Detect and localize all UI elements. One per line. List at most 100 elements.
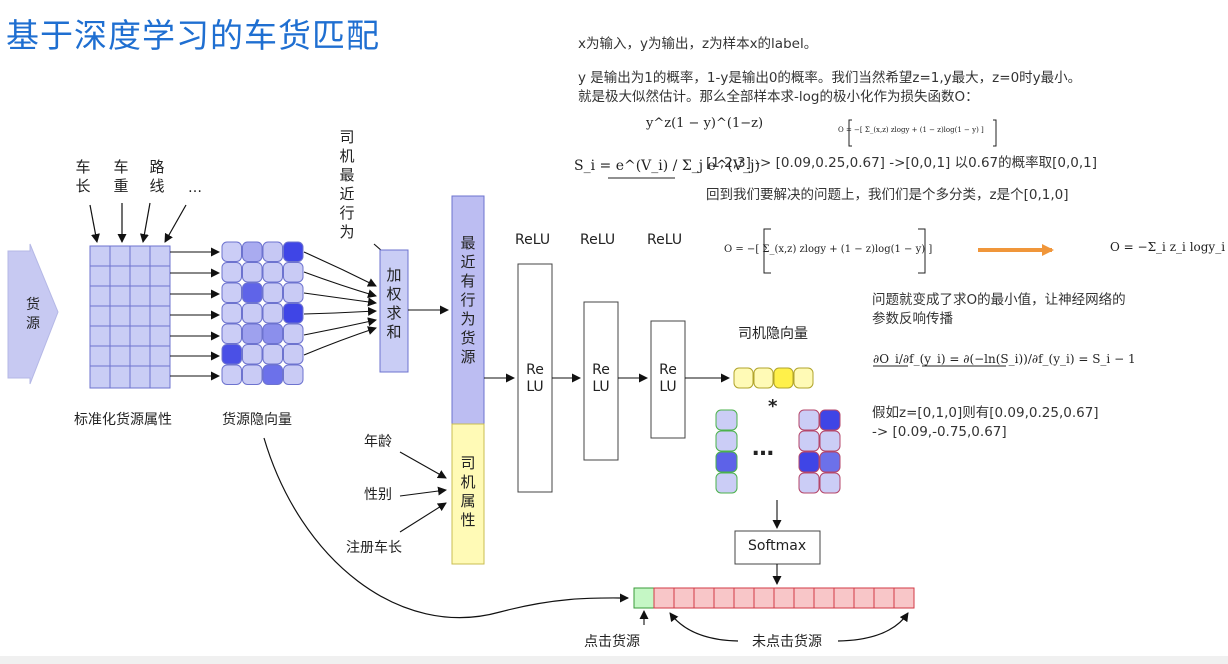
output-unclicked-cell [853,587,875,609]
output-unclicked-cell [813,587,835,609]
driver-attrs-label: 司机属性 [460,454,476,529]
formula-softmax: S_i = e^(V_i) / Σ_j e^(V_j) [574,158,760,174]
output-clicked-cell [633,587,655,609]
recent-cargo-label: 最近有行为货源 [460,234,476,366]
cargo-matrix-cell [221,241,242,262]
cargo-matrix-cell [262,282,283,303]
candidate-left-cell [715,451,738,473]
attr-label-route: 路线 [149,158,165,195]
note-probability: y 是输出为1的概率，1-y是输出0的概率。我们当然希望z=1,y最大，z=0时… [578,70,1082,86]
candidate-right-cell [798,430,820,452]
cargo-matrix-cell [283,344,304,365]
cargo-vector-label: 货源隐向量 [222,412,292,428]
cargo-matrix-cell [221,364,242,385]
output-unclicked-cell [833,587,855,609]
cargo-source-label: 货源 [26,297,40,332]
output-unclicked-cell [713,587,735,609]
cargo-matrix-cell [283,364,304,385]
cargo-matrix-cell [262,262,283,283]
driver-attrs-box [451,423,485,565]
driver-vector-label: 司机隐向量 [738,326,808,342]
candidates-ellipsis: … [752,436,774,461]
formula-likelihood: y^z(1 − y)^(1−z) [646,116,764,131]
driver-attr-gender: 性别 [364,487,392,503]
cargo-matrix-cell [262,303,283,324]
attr-label-car-length: 车长 [75,158,91,195]
cargo-matrix-cell [283,282,304,303]
note-back-to-problem: 回到我们要解决的问题上，我们们是个多分类，z是个[0,1,0] [706,187,1069,203]
formula-loss-multiclass: O = −Σ_i z_i logy_i [1110,240,1226,254]
cargo-matrix-cell [262,364,283,385]
candidate-right-cell [819,409,841,431]
cargo-matrix-cell [221,262,242,283]
note-min-problem-2: 参数反响传播 [872,311,953,327]
output-unclicked-cell [673,587,695,609]
candidate-right-cell [798,409,820,431]
driver-attr-reg-length: 注册车长 [346,540,402,556]
note-io: x为输入，y为输出，z为样本x的label。 [578,36,818,52]
relu-title-2: ReLU [580,232,616,248]
output-unclicked-cell [773,587,795,609]
note-example-1: 假如z=[0,1,0]则有[0.09,0.25,0.67] [872,405,1099,421]
slide-title: 基于深度学习的车货匹配 [6,16,380,55]
cargo-matrix-cell [262,241,283,262]
cargo-matrix-cell [242,364,263,385]
relu-layer-3 [650,320,686,439]
note-softmax-example: [1,2,3] -> [0.09,0.25,0.67] ->[0,0,1] 以0… [706,155,1098,171]
candidate-right-cell [798,451,820,473]
candidate-left-cell [715,430,738,452]
candidate-left-cell [715,472,738,494]
note-example-2: -> [0.09,-0.75,0.67] [872,424,1007,440]
std-attr-label: 标准化货源属性 [74,412,172,428]
cargo-matrix-cell [262,323,283,344]
relu-title-1: ReLU [515,232,551,248]
cargo-matrix-cell [283,303,304,324]
output-unclicked-cell [653,587,675,609]
cargo-matrix-cell [221,303,242,324]
cargo-matrix-cell [221,282,242,303]
output-unclicked-cell [873,587,895,609]
candidate-right-cell [819,430,841,452]
candidate-right-cell [798,472,820,494]
weighted-sum-box [379,249,409,373]
driver-vector [733,367,814,389]
cargo-embedding-matrix [221,241,304,385]
softmax-label: Softmax [748,538,807,554]
output-unclicked-cell [793,587,815,609]
relu-block-2-label: ReLU [592,362,610,395]
attr-label-ellipsis: … [188,180,202,196]
output-strip [633,587,915,609]
relu-title-3: ReLU [647,232,683,248]
cargo-matrix-cell [221,344,242,365]
output-unclicked-cell [693,587,715,609]
candidate-left-cell [715,409,738,431]
output-unclicked-cell [733,587,755,609]
multiply-sign: * [768,396,778,417]
candidate-vector-left [715,409,738,494]
cargo-source-arrow [7,243,59,385]
std-attr-grid [89,245,171,389]
recent-cargo-box [451,195,485,425]
output-unclicked-cell [893,587,915,609]
note-mle: 就是极大似然估计。那么全部样本求-log的极小化作为损失函数O： [578,89,979,105]
cargo-matrix-cell [242,241,263,262]
cargo-matrix-cell [242,323,263,344]
attr-label-car-weight: 车重 [113,158,129,195]
cargo-matrix-cell [283,262,304,283]
cargo-matrix-cell [242,303,263,324]
driver-recent-behavior-label: 司机最近行为 [339,128,355,241]
output-unclicked-cell [753,587,775,609]
driver-attr-age: 年龄 [364,434,392,450]
not-clicked-cargo-label: 未点击货源 [752,634,822,650]
clicked-cargo-label: 点击货源 [584,634,640,650]
candidate-vectors-right [798,409,841,494]
cargo-matrix-cell [221,323,242,344]
relu-block-3-label: ReLU [659,362,677,395]
cargo-matrix-cell [242,282,263,303]
formula-loss: O = −[ Σ_(x,z) zlogy + (1 − z)log(1 − y)… [724,244,933,255]
formula-loss-small: O = −[ Σ_(x,z) zlogy + (1 − z)log(1 − y)… [838,126,984,134]
cargo-matrix-cell [283,323,304,344]
weighted-sum-label: 加权求和 [386,266,402,341]
relu-layer-1 [517,263,553,493]
